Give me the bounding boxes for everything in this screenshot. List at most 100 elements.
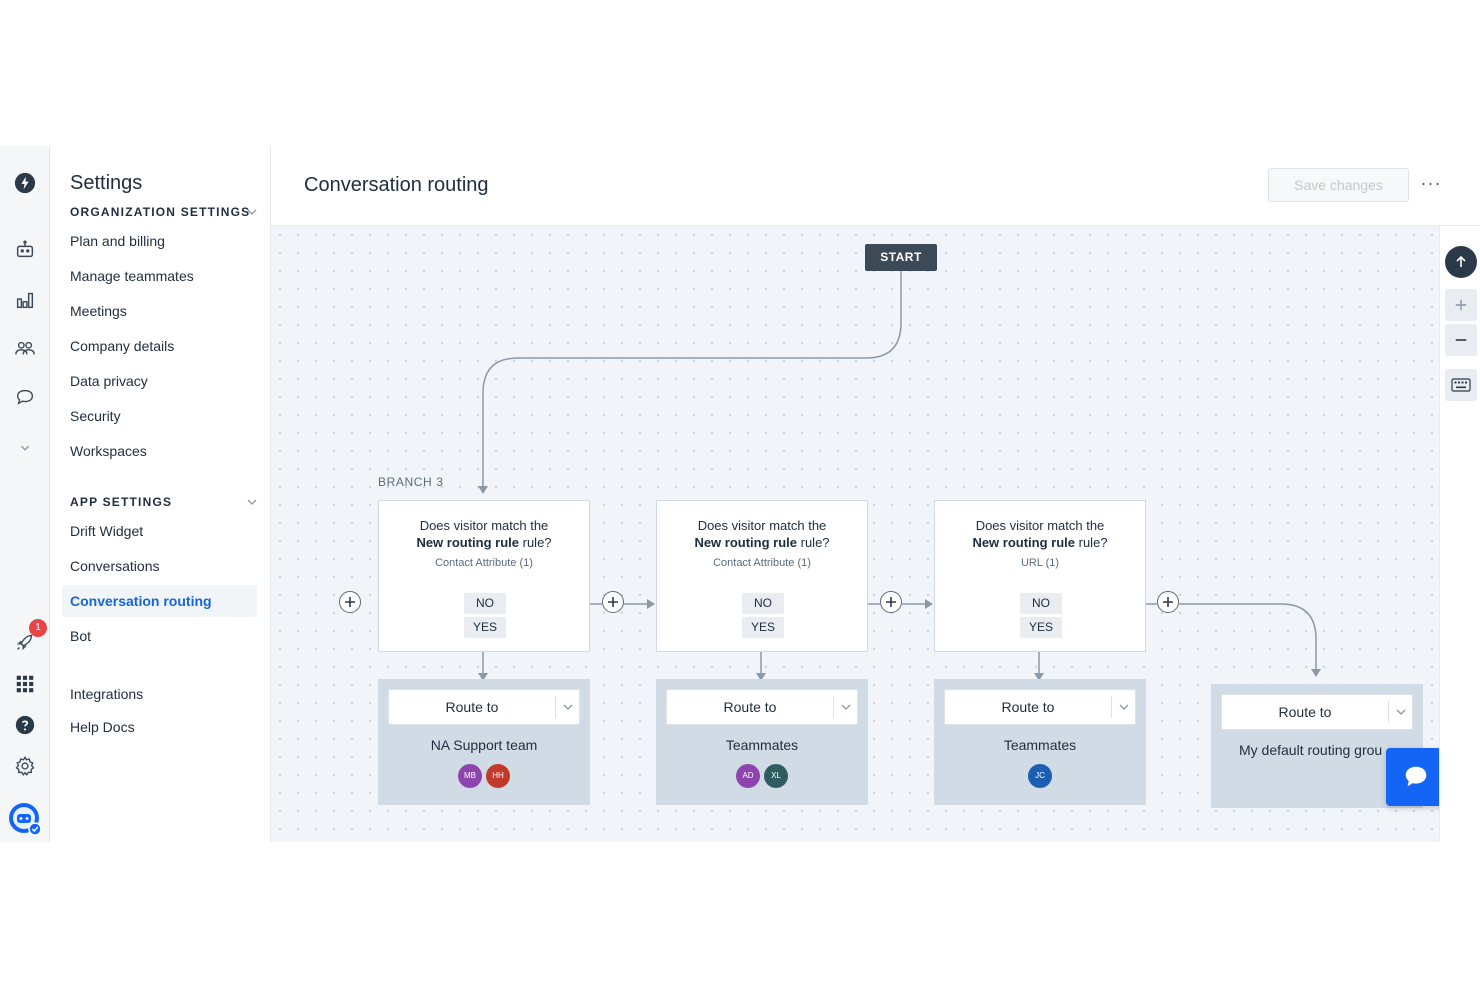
zoom-in-icon[interactable] bbox=[1445, 289, 1477, 321]
route-to-select[interactable]: Route to bbox=[388, 689, 580, 725]
arrow-head-icon bbox=[756, 673, 766, 681]
sidebar-item-workspaces[interactable]: Workspaces bbox=[70, 443, 147, 459]
gear-icon[interactable] bbox=[11, 752, 39, 780]
contacts-icon[interactable] bbox=[11, 334, 39, 362]
bot-icon[interactable] bbox=[11, 236, 39, 264]
scroll-top-icon[interactable] bbox=[1445, 246, 1477, 278]
rule-suffix: rule? bbox=[1078, 535, 1108, 550]
avatar: JC bbox=[1028, 764, 1052, 788]
sidebar-item-plan-and-billing[interactable]: Plan and billing bbox=[70, 233, 165, 249]
condition-criteria: Contact Attribute (1) bbox=[713, 557, 811, 569]
canvas-toolbar bbox=[1439, 226, 1480, 842]
condition-question: Does visitor match the New routing rule … bbox=[379, 517, 589, 551]
route-to-select[interactable]: Route to bbox=[1221, 694, 1413, 730]
chat-launcher-button[interactable] bbox=[1386, 748, 1439, 806]
zoom-out-icon[interactable] bbox=[1445, 324, 1477, 356]
start-connector-line bbox=[482, 271, 902, 486]
rule-suffix: rule? bbox=[800, 535, 830, 550]
chevron-down-icon[interactable] bbox=[1118, 701, 1130, 713]
sidebar-item-manage-teammates[interactable]: Manage teammates bbox=[70, 268, 194, 284]
sidebar-item-conversation-routing[interactable]: Conversation routing bbox=[62, 585, 257, 617]
question-prefix: Does visitor match the bbox=[975, 518, 1105, 533]
route-target: Teammates bbox=[725, 737, 799, 753]
no-pill: NO bbox=[742, 593, 784, 614]
add-branch-icon[interactable] bbox=[339, 591, 361, 613]
yes-pill: YES bbox=[464, 617, 506, 638]
condition-card[interactable]: Does visitor match the New routing rule … bbox=[656, 500, 868, 652]
chevron-down-icon[interactable] bbox=[840, 701, 852, 713]
select-divider bbox=[555, 696, 556, 718]
apps-grid-icon[interactable] bbox=[11, 670, 39, 698]
profile-avatar-icon[interactable] bbox=[8, 802, 42, 836]
route-to-select[interactable]: Route to bbox=[666, 689, 858, 725]
condition-card[interactable]: Does visitor match the New routing rule … bbox=[934, 500, 1146, 652]
route-target: Teammates bbox=[1003, 737, 1077, 753]
keyboard-icon[interactable] bbox=[1445, 369, 1477, 401]
route-to-select[interactable]: Route to bbox=[944, 689, 1136, 725]
route-to-label: Route to bbox=[1278, 704, 1332, 720]
route-card[interactable]: Route to Teammates JC bbox=[934, 679, 1146, 805]
settings-sidebar: Settings ORGANIZATION SETTINGS Plan and … bbox=[50, 146, 271, 842]
sidebar-item-integrations[interactable]: Integrations bbox=[70, 686, 144, 702]
avatar-group: JC bbox=[934, 764, 1146, 788]
route-to-label: Route to bbox=[723, 699, 777, 715]
main-panel: Conversation routing Save changes ··· bbox=[271, 146, 1480, 842]
add-step-icon[interactable] bbox=[880, 591, 902, 613]
help-icon[interactable] bbox=[11, 711, 39, 739]
drift-logo-icon[interactable] bbox=[11, 169, 39, 197]
arrow-head-icon bbox=[1034, 673, 1044, 681]
sidebar-item-conversations[interactable]: Conversations bbox=[70, 558, 160, 574]
sidebar-item-help-docs[interactable]: Help Docs bbox=[70, 719, 135, 735]
condition-question: Does visitor match the New routing rule … bbox=[935, 517, 1145, 551]
rule-suffix: rule? bbox=[522, 535, 552, 550]
add-step-icon[interactable] bbox=[602, 591, 624, 613]
arrow-head-icon bbox=[478, 673, 488, 681]
route-to-label: Route to bbox=[1001, 699, 1055, 715]
sidebar-item-security[interactable]: Security bbox=[70, 408, 121, 424]
avatar: MB bbox=[458, 764, 482, 788]
sidebar-item-bot[interactable]: Bot bbox=[70, 628, 92, 644]
avatar-group: MB HH bbox=[378, 764, 590, 788]
chat-icon[interactable] bbox=[11, 383, 39, 411]
expand-chevron-icon[interactable] bbox=[11, 434, 39, 462]
select-divider bbox=[1388, 701, 1389, 723]
chevron-down-icon[interactable] bbox=[246, 206, 258, 218]
question-prefix: Does visitor match the bbox=[419, 518, 549, 533]
rule-name: New routing rule bbox=[416, 535, 519, 550]
rule-name: New routing rule bbox=[694, 535, 797, 550]
sidebar-title: Settings bbox=[70, 172, 143, 194]
condition-criteria: URL (1) bbox=[1020, 557, 1060, 569]
add-step-icon[interactable] bbox=[1157, 591, 1179, 613]
app-window: 1 Settings ORGANIZATION SETTINGS Plan an… bbox=[0, 146, 1480, 842]
start-node[interactable]: START bbox=[865, 244, 937, 271]
sidebar-item-company-details[interactable]: Company details bbox=[70, 338, 175, 354]
no-pill: NO bbox=[1020, 593, 1062, 614]
notification-badge: 1 bbox=[29, 619, 47, 637]
sidebar-item-data-privacy[interactable]: Data privacy bbox=[70, 373, 148, 389]
page-header: Conversation routing Save changes ··· bbox=[271, 146, 1480, 226]
condition-card[interactable]: Does visitor match the New routing rule … bbox=[378, 500, 590, 652]
sidebar-item-drift-widget[interactable]: Drift Widget bbox=[70, 523, 144, 539]
route-card[interactable]: Route to NA Support team MB HH bbox=[378, 679, 590, 805]
arrow-head-icon bbox=[1311, 669, 1321, 677]
no-connector-line bbox=[1179, 603, 1317, 669]
section-app-settings[interactable]: APP SETTINGS bbox=[70, 495, 173, 509]
route-card[interactable]: Route to Teammates AD XL bbox=[656, 679, 868, 805]
reports-icon[interactable] bbox=[11, 286, 39, 314]
more-options-icon[interactable]: ··· bbox=[1420, 173, 1442, 193]
avatar: AD bbox=[736, 764, 760, 788]
rule-name: New routing rule bbox=[972, 535, 1075, 550]
chevron-down-icon[interactable] bbox=[246, 496, 258, 508]
route-target: NA Support team bbox=[430, 737, 538, 753]
avatar-group: AD XL bbox=[656, 764, 868, 788]
icon-rail: 1 bbox=[0, 146, 50, 842]
chevron-down-icon[interactable] bbox=[1395, 706, 1407, 718]
save-changes-button[interactable]: Save changes bbox=[1268, 168, 1409, 202]
rocket-icon[interactable] bbox=[11, 628, 39, 656]
avatar: HH bbox=[486, 764, 510, 788]
chevron-down-icon[interactable] bbox=[562, 701, 574, 713]
avatar: XL bbox=[764, 764, 788, 788]
section-organization-settings[interactable]: ORGANIZATION SETTINGS bbox=[70, 205, 251, 219]
flow-canvas[interactable]: START BRANCH 3 Does visitor match the Ne… bbox=[271, 226, 1439, 842]
sidebar-item-meetings[interactable]: Meetings bbox=[70, 303, 127, 319]
